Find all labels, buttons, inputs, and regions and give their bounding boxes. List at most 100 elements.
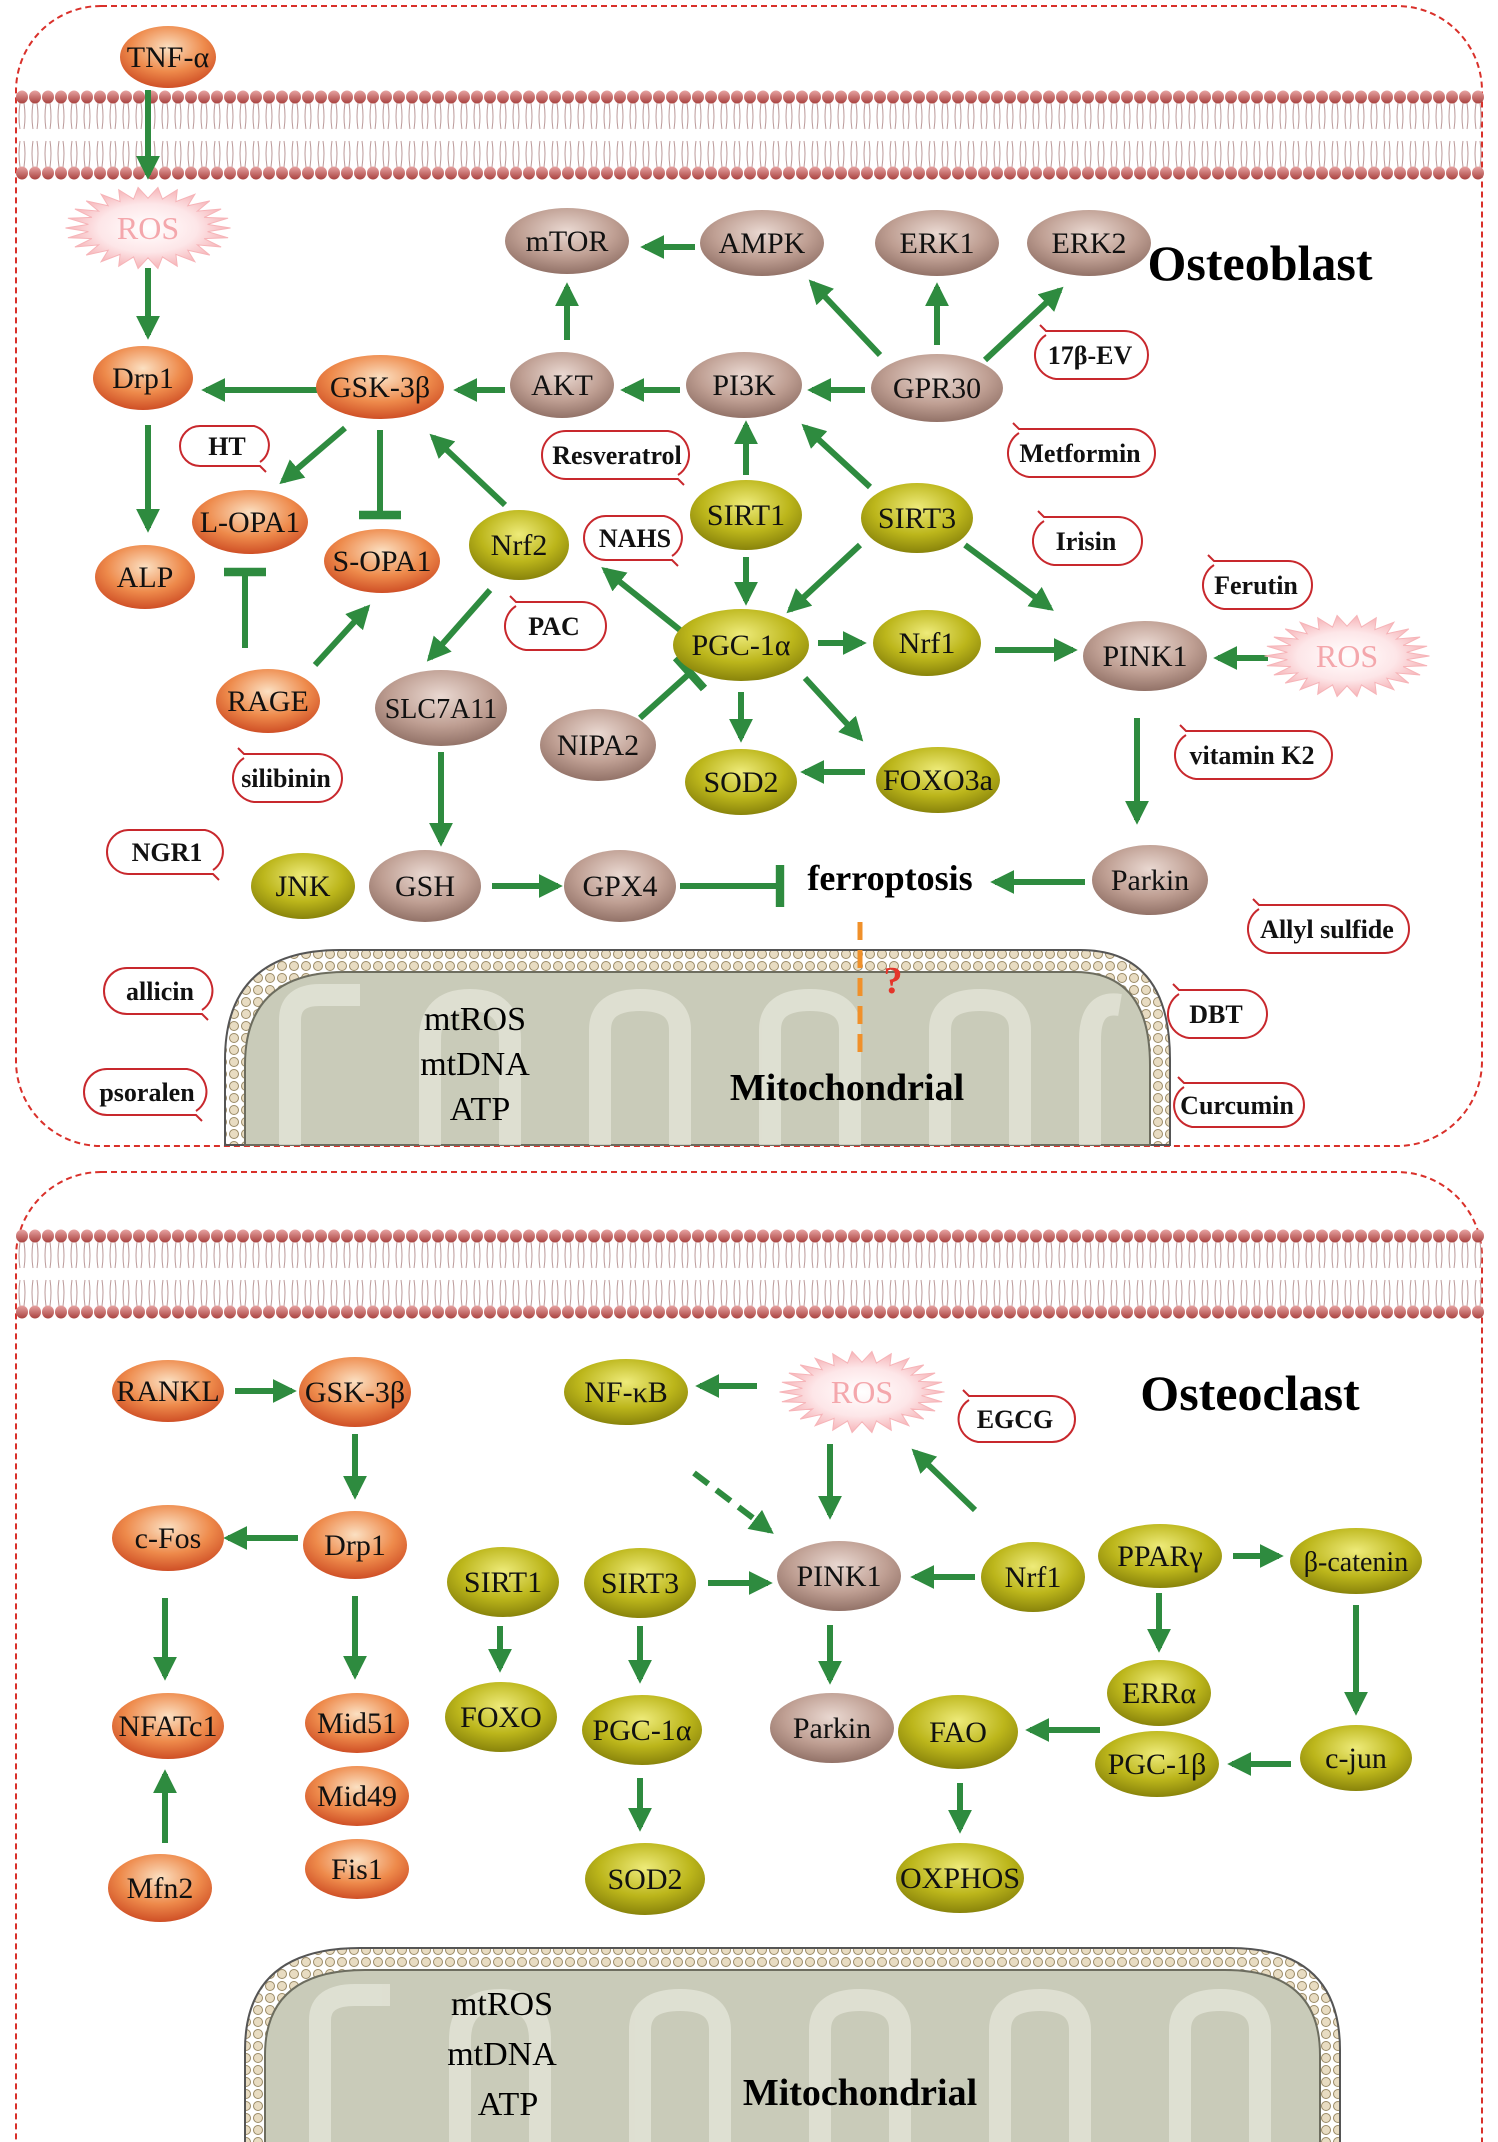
lipid-tail [824,1241,832,1269]
lipid-head [1056,1305,1068,1319]
lipid-head [1251,1229,1263,1243]
lipid-tail [226,1279,234,1307]
lipid-head [328,90,340,104]
node-shape [305,1839,409,1899]
lipid-tail [421,102,429,130]
lipid-tail [304,140,312,168]
lipid-head [484,166,496,180]
ferroptosis-label: ferroptosis [807,858,972,898]
node-label: PGC-1β [1108,1748,1207,1781]
edge-sirt3a-to-pi3k [801,423,873,490]
node-label: Nrf1 [899,627,956,660]
lipid-head [354,1305,366,1319]
lipid-head [289,1229,301,1243]
lipid-tail [681,140,689,168]
lipid-tail [694,140,702,168]
node-label: AMPK [719,227,806,260]
lipid-head [81,166,93,180]
lipid-tail [213,102,221,130]
lipid-head [1290,90,1302,104]
lipid-head [1251,1305,1263,1319]
lipid-tail [1149,140,1157,168]
lipid-head [653,90,665,104]
node-label: NF-κB [584,1376,667,1409]
node-label: S-OPA1 [333,545,432,578]
lipid-head [1381,90,1393,104]
lipid-head [367,90,379,104]
lipid-head [705,166,717,180]
lipid-head [276,1229,288,1243]
lipid-tail [590,1241,598,1269]
lipid-head [588,1229,600,1243]
lipid-head [978,1229,990,1243]
lipid-head [1186,1229,1198,1243]
lipid-tail [1084,1279,1092,1307]
lipid-tail [824,140,832,168]
lipid-head [1225,166,1237,180]
lipid-tail [57,140,65,168]
node-label: RAGE [227,685,309,718]
node-cfos: c-Fos [112,1505,224,1571]
lipid-head [1277,90,1289,104]
lipid-head [1407,1305,1419,1319]
node-label: TNF-α [127,41,210,74]
edges-layer [136,90,1368,1843]
lipid-head [1420,1305,1432,1319]
node-erk1: ERK1 [875,210,999,276]
lipid-tail [616,140,624,168]
lipid-tail [330,140,338,168]
lipid-head [1446,166,1458,180]
lipid-tail [1318,1279,1326,1307]
edge-rage-to-sopa1 [312,604,371,668]
lipid-head [406,166,418,180]
node-label: RANKL [116,1375,219,1408]
lipid-tail [785,1241,793,1269]
lipid-tail [1032,102,1040,130]
lipid-head [1342,166,1354,180]
lipid-tail [1006,102,1014,130]
lipid-head [835,1305,847,1319]
node-fis1: Fis1 [305,1839,409,1899]
lipid-head [211,166,223,180]
lipid-tail [811,1279,819,1307]
lipid-tail [746,102,754,130]
lipid-tail [395,1241,403,1269]
node-shape [299,1357,411,1427]
lipid-tail [1357,1279,1365,1307]
node-nrf1a: Nrf1 [873,610,981,676]
lipid-head [653,166,665,180]
lipid-head [1017,1305,1029,1319]
lipid-head [1342,1229,1354,1243]
lipid-head [224,1305,236,1319]
lipid-tail [1071,1279,1079,1307]
lipid-head [1147,1305,1159,1319]
lipid-head [1472,90,1484,104]
lipid-head [1303,1305,1315,1319]
lipid-tail [1032,140,1040,168]
lipid-head [991,90,1003,104]
callout-shape [1166,983,1268,1039]
lipid-tail [18,1241,26,1269]
lipid-head [1316,1305,1328,1319]
lipid-tail [746,1241,754,1269]
lipid-tail [395,102,403,130]
lipid-tail [265,1279,273,1307]
lipid-head [913,1305,925,1319]
lipid-tail [1058,102,1066,130]
lipid-tail [759,1241,767,1269]
lipid-tail [603,140,611,168]
lipid-head [991,166,1003,180]
node-shape [898,1695,1018,1769]
lipid-head [536,1229,548,1243]
lipid-tail [1175,140,1183,168]
lipid-head [1381,166,1393,180]
lipid-tail [590,102,598,130]
lipid-tail [278,140,286,168]
lipid-head [1277,166,1289,180]
lipid-tail [1409,1279,1417,1307]
lipid-tail [720,1279,728,1307]
lipid-head [926,90,938,104]
lipid-head [1433,1305,1445,1319]
lipid-head [861,1305,873,1319]
callout-shape [106,829,224,881]
